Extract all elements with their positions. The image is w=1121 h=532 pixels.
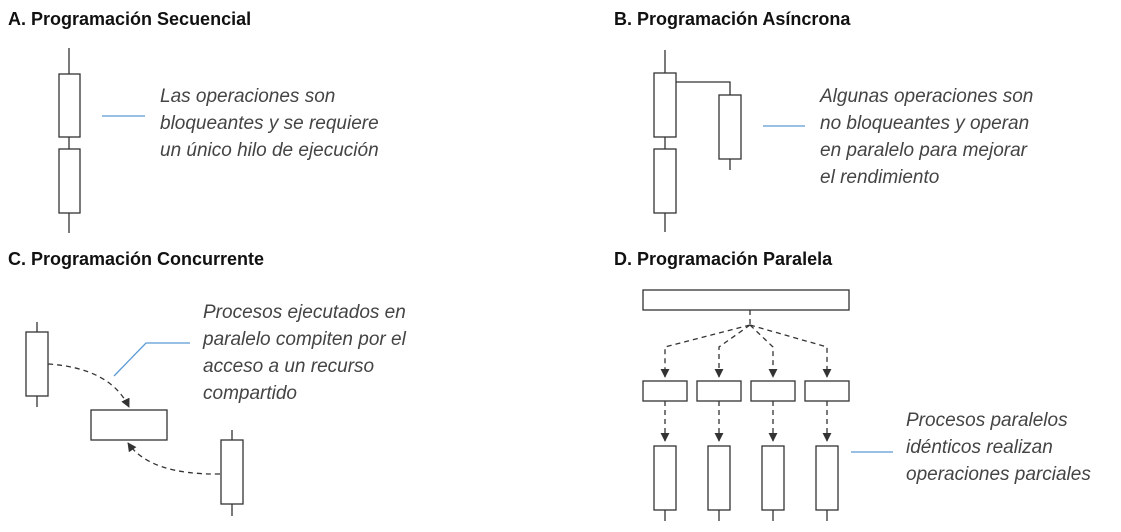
panel-a-description: Las operaciones son bloqueantes y se req… xyxy=(160,86,384,161)
panel-b: B. Programación Asíncrona Algunas operac… xyxy=(614,9,1039,232)
subtask-block xyxy=(642,380,688,402)
panel-c: C. Programación Concurrente Procesos eje… xyxy=(8,249,411,516)
async-branch xyxy=(676,81,742,170)
process-1 xyxy=(25,322,49,407)
panel-d-title: D. Programación Paralela xyxy=(614,249,833,269)
main-thread xyxy=(653,50,677,232)
parallel-process-block xyxy=(815,445,839,511)
process-block xyxy=(220,439,244,505)
process-block xyxy=(25,331,49,397)
parallel-process-block xyxy=(653,445,677,511)
panel-b-description: Algunas operaciones son no bloqueantes y… xyxy=(819,86,1039,188)
shared-resource xyxy=(90,409,168,441)
process-2 xyxy=(220,430,244,516)
operation-block xyxy=(653,148,677,214)
panel-d: D. Programación Paralela xyxy=(614,249,1091,521)
parallel-process-block xyxy=(707,445,731,511)
panel-a-title: A. Programación Secuencial xyxy=(8,9,251,29)
access-arrow xyxy=(47,363,130,408)
operation-block xyxy=(58,148,81,214)
subtask-block xyxy=(696,380,742,402)
sequential-thread xyxy=(58,48,81,233)
operation-block xyxy=(58,73,81,138)
async-operation-block xyxy=(718,94,742,160)
panel-c-title: C. Programación Concurrente xyxy=(8,249,264,269)
parallel-branches xyxy=(642,324,850,521)
panel-a: A. Programación Secuencial Las operacion… xyxy=(8,9,384,233)
subtask-block xyxy=(804,380,850,402)
panel-c-description: Procesos ejecutados en paralelo compiten… xyxy=(202,302,411,404)
parallel-process-block xyxy=(761,445,785,511)
subtask-block xyxy=(750,380,796,402)
main-task-block xyxy=(642,289,850,311)
access-arrow xyxy=(127,442,221,475)
panel-b-title: B. Programación Asíncrona xyxy=(614,9,851,29)
operation-block xyxy=(653,72,677,138)
leader-line xyxy=(113,342,190,377)
panel-d-description: Procesos paralelos idénticos realizan op… xyxy=(906,410,1091,485)
